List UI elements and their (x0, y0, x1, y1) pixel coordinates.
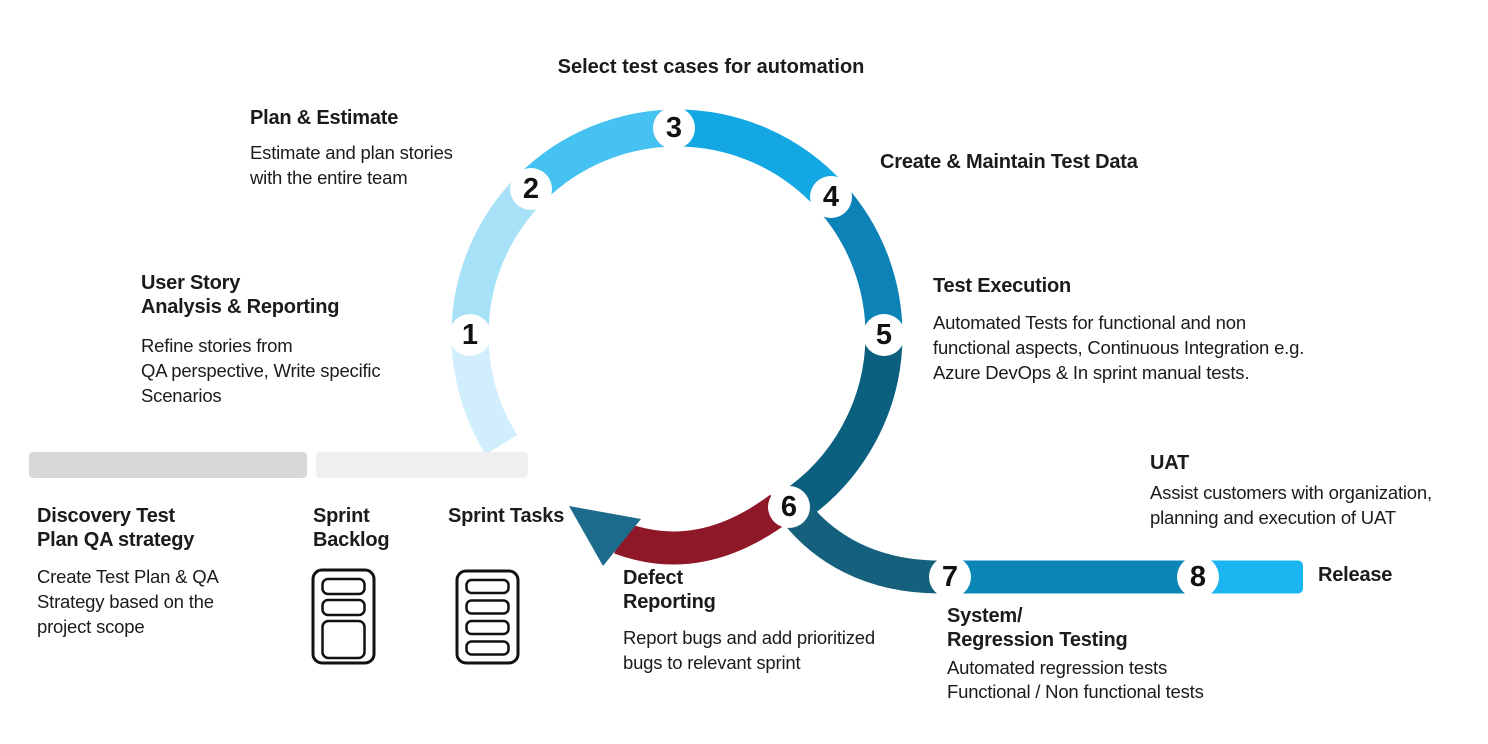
sprint-tasks-heading: Sprint Tasks (448, 505, 565, 527)
create-maintain-heading: Create & Maintain Test Data (880, 151, 1138, 173)
step-badge-1: 1 (449, 314, 491, 356)
defect-arrowhead-icon (569, 506, 641, 566)
discovery-heading: Discovery Test Plan QA strategy (37, 505, 195, 551)
diagram-title: Select test cases for automation (557, 56, 865, 78)
sprint-tasks-icon (455, 569, 520, 665)
plan-estimate-body: Estimate and plan stories with the entir… (250, 142, 453, 188)
discovery-body: Create Test Plan & QA Strategy based on … (37, 566, 219, 637)
defect-reporting-heading: Defect Reporting (623, 567, 716, 613)
test-execution-body: Automated Tests for functional and non f… (933, 312, 1305, 383)
step-badge-3: 3 (653, 107, 695, 149)
sprint-backlog-heading: Sprint Backlog (313, 505, 390, 551)
arc-segment-1-2 (451, 175, 544, 336)
step-badge-6: 6 (768, 486, 810, 528)
step-badge-4: 4 (810, 176, 852, 218)
plan-estimate-heading: Plan & Estimate (250, 107, 399, 129)
timeline-bar-dark (29, 452, 307, 478)
release-bar (1200, 560, 1303, 594)
sprint-backlog-icon (311, 568, 376, 665)
release-heading: Release (1318, 564, 1393, 586)
step-badge-8: 8 (1177, 556, 1219, 598)
system-regression-heading: System/ Regression Testing (947, 605, 1128, 651)
arc-segment-6-7 (784, 503, 941, 594)
defect-arrow-band (614, 494, 790, 565)
user-story-body: Refine stories from QA perspective, Writ… (141, 335, 381, 406)
uat-body: Assist customers with organization, plan… (1150, 482, 1432, 528)
user-story-heading: User Story Analysis & Reporting (141, 272, 340, 318)
step-badge-7: 7 (929, 556, 971, 598)
defect-reporting-body: Report bugs and add prioritized bugs to … (623, 627, 875, 673)
step-badge-5: 5 (863, 314, 905, 356)
arc-segment-5-6 (779, 334, 903, 525)
arc-segment-3-4 (676, 109, 845, 210)
timeline-bar-light (316, 452, 528, 478)
test-execution-heading: Test Execution (933, 275, 1071, 297)
uat-heading: UAT (1150, 452, 1190, 474)
system-regression-body: Automated regression tests Functional / … (947, 657, 1204, 702)
step-badge-2: 2 (510, 168, 552, 210)
